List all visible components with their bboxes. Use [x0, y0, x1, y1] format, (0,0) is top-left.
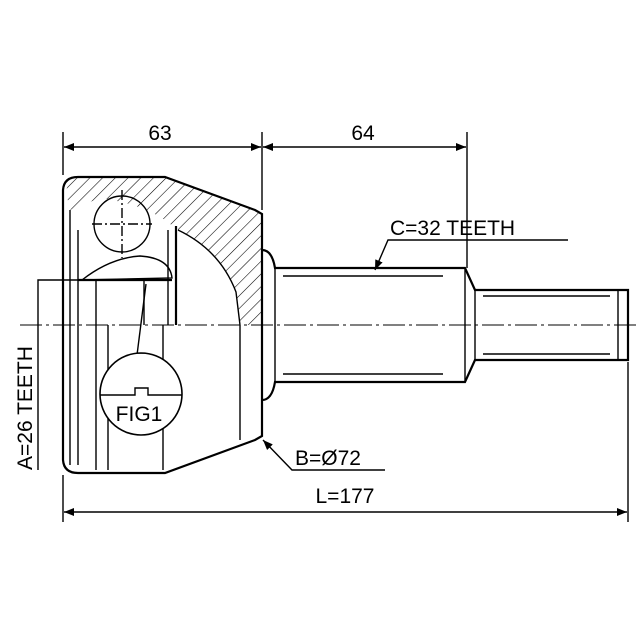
- diameter-leader: [262, 439, 385, 471]
- fig1-label: FIG1: [116, 403, 163, 426]
- housing-section-hatch: [66, 177, 262, 325]
- inner-teeth-leader: [37, 279, 96, 470]
- diameter-label: B=Ø72: [295, 447, 361, 470]
- dim-63-label: 63: [148, 122, 171, 145]
- extension-lines: [62, 132, 629, 522]
- outer-teeth-leader: [374, 239, 568, 271]
- fig1-detail: FIG1: [99, 283, 183, 436]
- total-length-label: L=177: [316, 485, 375, 508]
- inner-teeth-label: A=26 TEETH: [14, 346, 37, 470]
- inner-race: [69, 190, 241, 470]
- dim-64-label: 64: [351, 122, 375, 145]
- shaft: [261, 248, 630, 402]
- outer-teeth-label: C=32 TEETH: [390, 217, 515, 240]
